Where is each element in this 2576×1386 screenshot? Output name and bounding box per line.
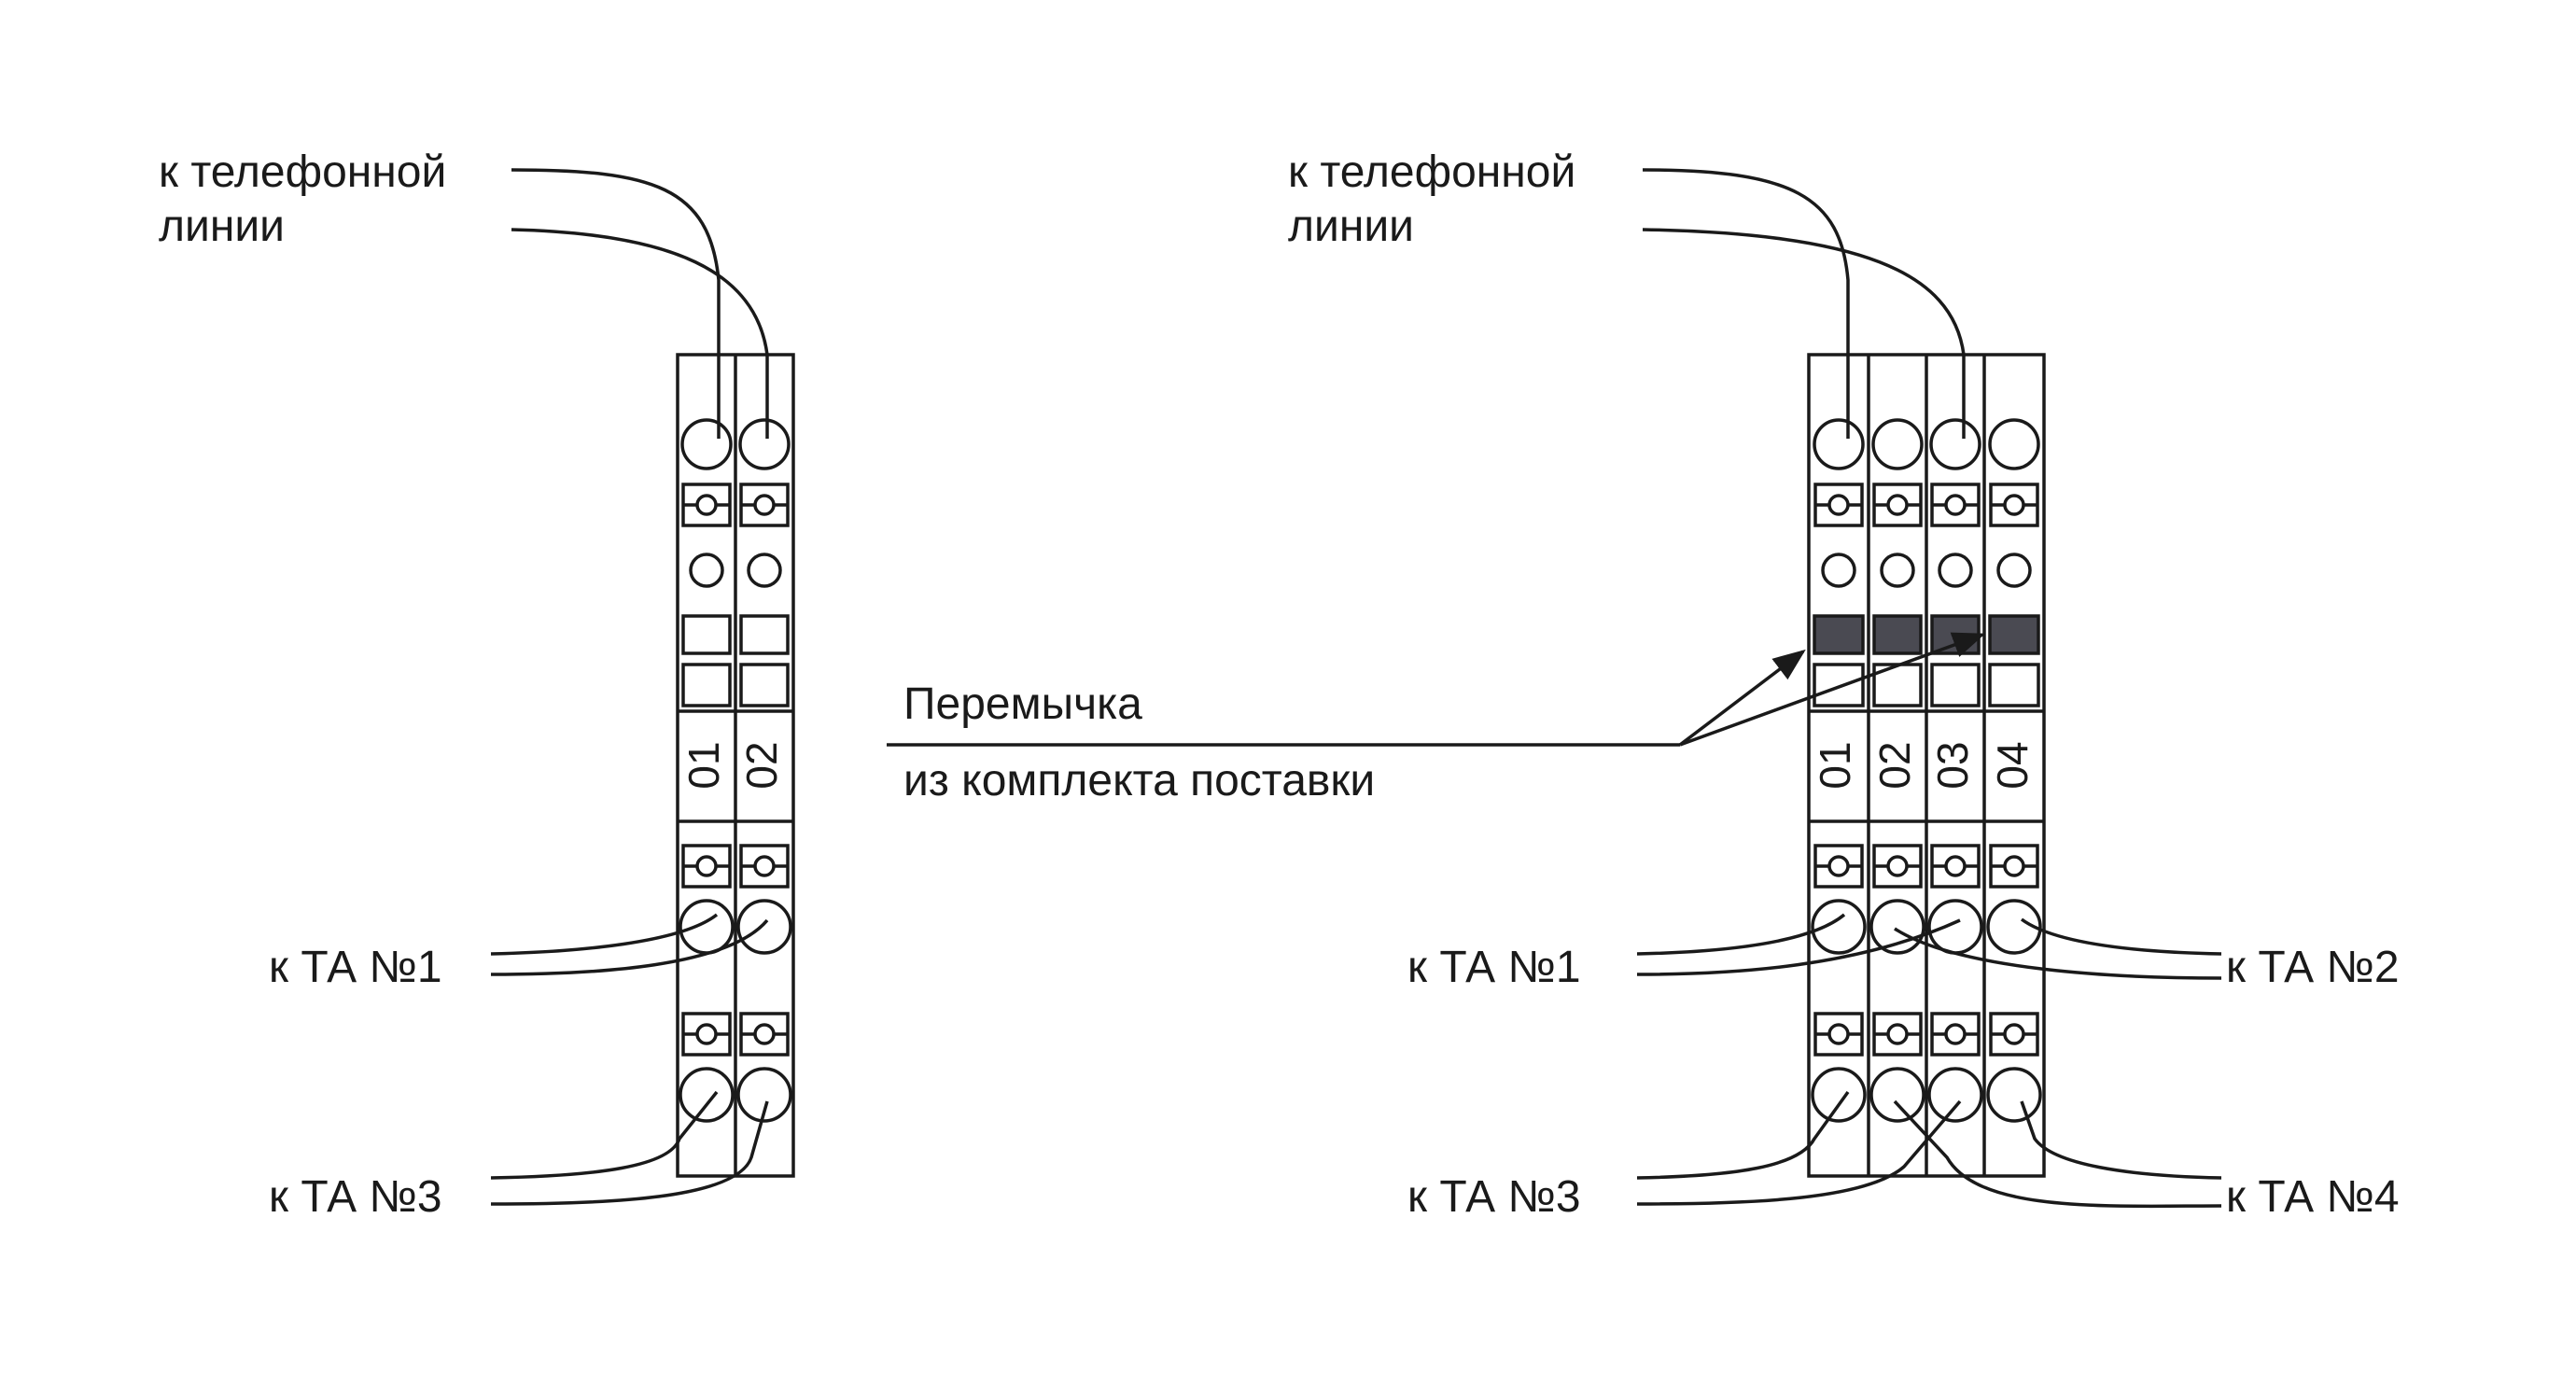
right-ta2-wire-1 xyxy=(2020,917,2222,956)
right-col-04-low-screw-head xyxy=(2003,1023,2025,1045)
right-col-01-jumper-bar xyxy=(1813,614,1865,655)
right-col-03-label-window xyxy=(1930,663,1981,707)
left-col-01-mid-screw-head xyxy=(695,855,718,877)
right-col-03-top-wire-hole xyxy=(1929,418,1981,470)
right-wires xyxy=(1636,168,2222,1209)
left-col-02-low-wire-hole xyxy=(736,1067,792,1123)
right-col-04-mid-screw-head xyxy=(2003,855,2025,877)
right-col-02-low-wire-hole xyxy=(1869,1067,1925,1123)
left-col-02-jumper-slot xyxy=(739,614,790,655)
right-ta3-wire-1 xyxy=(1636,1090,1850,1180)
right-terminal-number-03: 03 xyxy=(1928,741,1977,789)
right-line-wire-2 xyxy=(1642,228,1966,439)
left-col-02-mid-screw-head xyxy=(753,855,776,877)
left-ta1-label: к ТА №1 xyxy=(269,943,442,992)
right-terminal-block: 01 02 03 04 xyxy=(1807,353,2046,1178)
left-ta3-label: к ТА №3 xyxy=(269,1172,442,1222)
left-col-01-top-screw-head xyxy=(695,494,718,516)
right-col-03-jumper-bar xyxy=(1930,614,1981,655)
right-ta4-wire-2 xyxy=(1893,1099,2222,1209)
right-col-04-mid-wire-hole xyxy=(1986,899,2042,955)
right-col-02-top-screw-head xyxy=(1886,494,1909,516)
right-col-03-low-wire-hole xyxy=(1927,1067,1983,1123)
right-col-04-label-window xyxy=(1988,663,2040,707)
left-col-02-top-wire-hole xyxy=(738,418,791,470)
left-ta3-wire-2 xyxy=(490,1100,769,1206)
right-col-02-jumper-bar xyxy=(1872,614,1923,655)
right-ta1-wire-2 xyxy=(1636,918,1961,976)
right-terminal-number-04: 04 xyxy=(1988,741,2037,789)
left-col-01-low-screw-head xyxy=(695,1023,718,1045)
right-col-04-jumper-bar xyxy=(1988,614,2040,655)
right-ta1-wire-1 xyxy=(1636,913,1846,956)
left-line-label-1: к телефонной xyxy=(159,147,446,197)
right-col-02-test-point xyxy=(1880,553,1915,588)
right-ta3-label: к ТА №3 xyxy=(1407,1172,1581,1222)
left-col-02-top-screw-head xyxy=(753,494,776,516)
right-col-03-top-screw-head xyxy=(1944,494,1967,516)
right-col-01-mid-screw-head xyxy=(1827,855,1850,877)
left-line-label-2: линии xyxy=(159,202,285,251)
right-col-01-test-point xyxy=(1821,553,1856,588)
right-ta2-label: к ТА №2 xyxy=(2226,943,2400,992)
right-col-01-top-wire-hole xyxy=(1813,418,1865,470)
left-col-01-test-point xyxy=(689,553,724,588)
right-ta3-wire-2 xyxy=(1636,1099,1962,1206)
right-col-04-test-point xyxy=(1996,553,2032,588)
left-wires xyxy=(490,168,769,1206)
left-col-02-label-window xyxy=(739,663,790,707)
right-col-01-label-window xyxy=(1813,663,1865,707)
callout-arrow-2 xyxy=(1679,632,1986,747)
jumper-label-line1: Перемычка xyxy=(903,679,1142,729)
right-col-01-top-screw-head xyxy=(1827,494,1850,516)
left-col-01-top-wire-hole xyxy=(680,418,733,470)
left-block-cells xyxy=(678,418,793,1123)
left-terminal-number-02: 02 xyxy=(737,741,786,789)
right-terminal-number-01: 01 xyxy=(1811,741,1859,789)
left-line-wire-2 xyxy=(511,228,769,439)
right-col-03-low-screw-head xyxy=(1944,1023,1967,1045)
left-col-01-low-wire-hole xyxy=(679,1067,735,1123)
right-line-label-2: линии xyxy=(1288,202,1414,251)
right-col-03-mid-wire-hole xyxy=(1927,899,1983,955)
right-line-label-1: к телефонной xyxy=(1288,147,1575,197)
right-col-01-low-wire-hole xyxy=(1811,1067,1867,1123)
left-ta1-wire-1 xyxy=(490,913,719,956)
right-col-04-top-wire-hole xyxy=(1988,418,2040,470)
left-ta3-wire-1 xyxy=(490,1090,719,1180)
right-col-03-mid-screw-head xyxy=(1944,855,1967,877)
right-col-02-mid-screw-head xyxy=(1886,855,1909,877)
right-ta2-wire-2 xyxy=(1894,927,2222,980)
left-col-02-low-screw-head xyxy=(753,1023,776,1045)
right-ta4-wire-1 xyxy=(2020,1100,2222,1180)
right-col-04-top-screw-head xyxy=(2003,494,2025,516)
right-col-01-mid-wire-hole xyxy=(1811,899,1867,955)
left-terminal-number-01: 01 xyxy=(679,741,728,789)
left-col-02-test-point xyxy=(747,553,782,588)
callout-arrow-1 xyxy=(1678,649,1806,747)
right-col-02-low-screw-head xyxy=(1886,1023,1909,1045)
left-ta1-wire-2 xyxy=(490,918,769,976)
left-col-02-mid-wire-hole xyxy=(736,899,792,955)
right-terminal-number-02: 02 xyxy=(1870,741,1919,789)
right-labels: к телефонной линии к ТА №1 к ТА №2 к ТА … xyxy=(1288,147,2400,1222)
jumper-callout: Перемычка из комплекта поставки xyxy=(887,632,1986,805)
right-ta1-label: к ТА №1 xyxy=(1407,943,1581,992)
jumper-label-line2: из комплекта поставки xyxy=(903,756,1375,805)
right-line-wire-1 xyxy=(1642,168,1850,439)
left-col-01-mid-wire-hole xyxy=(679,899,735,955)
left-col-01-jumper-slot xyxy=(681,614,732,655)
right-ta4-label: к ТА №4 xyxy=(2226,1172,2400,1222)
left-col-01-label-window xyxy=(681,663,732,707)
left-terminal-block: 01 02 xyxy=(676,353,795,1178)
right-block-cells xyxy=(1809,418,2044,1123)
left-line-wire-1 xyxy=(511,168,721,439)
left-labels: к телефонной линии к ТА №1 к ТА №3 xyxy=(159,147,446,1222)
right-col-03-test-point xyxy=(1938,553,1973,588)
right-col-01-low-screw-head xyxy=(1827,1023,1850,1045)
right-col-02-top-wire-hole xyxy=(1871,418,1924,470)
right-col-04-low-wire-hole xyxy=(1986,1067,2042,1123)
